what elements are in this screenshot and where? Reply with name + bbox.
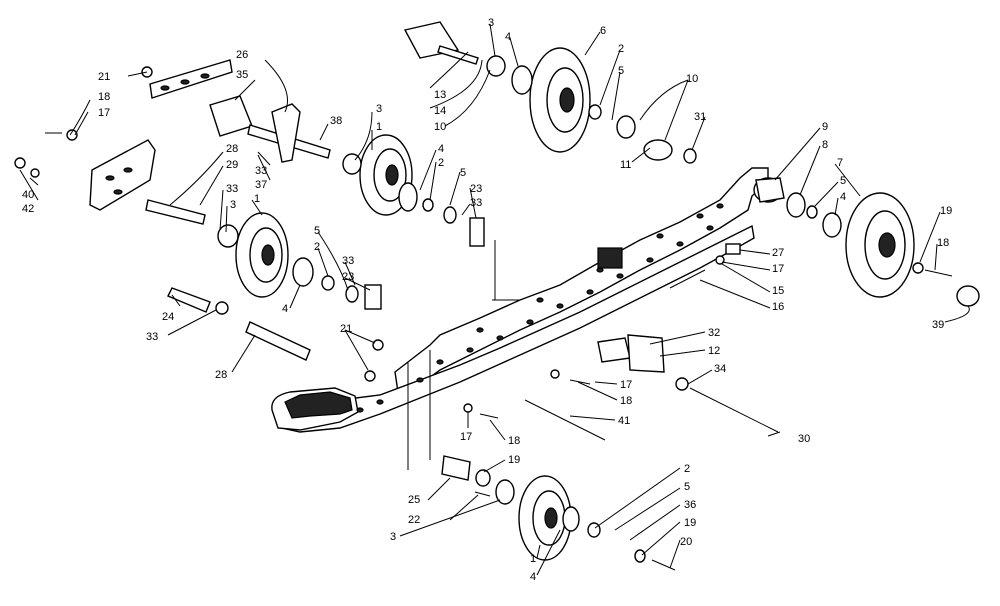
callout-label: 12 <box>708 345 720 357</box>
callout-label: 17 <box>460 431 472 443</box>
callout-label: 23 <box>342 271 354 283</box>
callout-label: 15 <box>772 285 784 297</box>
callout-label: 1 <box>530 553 536 565</box>
callout-label: 37 <box>255 179 267 191</box>
callout-label: 19 <box>508 454 520 466</box>
callout-label: 7 <box>837 157 843 169</box>
callout-label: 2 <box>438 157 444 169</box>
callout-label: 4 <box>282 303 288 315</box>
callout-label: 40 <box>22 189 34 201</box>
callout-label: 42 <box>22 203 34 215</box>
callout-label: 19 <box>684 517 696 529</box>
wheel-rear-7 <box>845 192 915 298</box>
callout-label: 14 <box>434 105 446 117</box>
leader-lines <box>19 23 970 576</box>
callout-label: 29 <box>226 159 238 171</box>
callout-label: 8 <box>822 139 828 151</box>
upper-left-rail-fragment <box>89 59 233 211</box>
callout-label: 26 <box>236 49 248 61</box>
callout-label: 4 <box>840 191 846 203</box>
callout-label: 18 <box>98 91 110 103</box>
callout-label: 27 <box>772 247 784 259</box>
callout-label: 41 <box>618 415 630 427</box>
shafts-and-tubes <box>145 21 785 481</box>
callout-label: 33 <box>226 183 238 195</box>
callout-label: 22 <box>408 514 420 526</box>
callout-label: 10 <box>686 73 698 85</box>
callout-label: 5 <box>618 65 624 77</box>
callout-label: 3 <box>390 531 396 543</box>
callout-labels: 21 18 17 40 42 26 35 33 37 38 3 1 28 29 … <box>22 17 952 583</box>
callout-label: 2 <box>618 43 624 55</box>
callout-label: 34 <box>714 363 726 375</box>
callout-label: 32 <box>708 327 720 339</box>
callout-label: 33 <box>146 331 158 343</box>
callout-label: 3 <box>230 199 236 211</box>
callout-label: 16 <box>772 301 784 313</box>
callout-label: 31 <box>694 111 706 123</box>
rail-bracket <box>597 247 623 269</box>
callout-label: 28 <box>226 143 238 155</box>
rail-tip-shoe <box>284 391 353 419</box>
callout-label: 5 <box>460 167 466 179</box>
callout-label: 10 <box>434 121 446 133</box>
callout-label: 33 <box>342 255 354 267</box>
callout-label: 36 <box>684 499 696 511</box>
callout-label: 17 <box>620 379 632 391</box>
callout-label: 11 <box>620 159 631 171</box>
callout-label: 4 <box>505 31 511 43</box>
small-parts <box>14 55 980 563</box>
wheel-idler-6 <box>529 47 591 153</box>
callout-label: 25 <box>408 494 420 506</box>
callout-label: 4 <box>530 571 536 583</box>
callout-label: 4 <box>438 143 444 155</box>
rail-holes <box>356 203 724 413</box>
callout-label: 18 <box>508 435 520 447</box>
callout-label: 30 <box>798 433 810 445</box>
callout-label: 21 <box>340 323 352 335</box>
callout-label: 28 <box>215 369 227 381</box>
callout-label: 9 <box>822 121 828 133</box>
wheel-middle-left <box>235 212 289 298</box>
callout-label: 5 <box>684 481 690 493</box>
callout-label: 17 <box>98 107 110 119</box>
callout-label: 1 <box>254 193 260 205</box>
callout-label: 2 <box>684 463 690 475</box>
callout-label: 3 <box>376 103 382 115</box>
callout-label: 17 <box>772 263 784 275</box>
callout-label: 18 <box>620 395 632 407</box>
callout-label: 18 <box>937 237 949 249</box>
callout-label: 38 <box>330 115 342 127</box>
callout-label: 5 <box>314 225 320 237</box>
callout-label: 19 <box>940 205 952 217</box>
slide-rail-assembly <box>271 167 769 433</box>
callout-label: 20 <box>680 536 692 548</box>
callout-label: 33 <box>470 197 482 209</box>
callout-label: 3 <box>488 17 494 29</box>
callout-label: 35 <box>236 69 248 81</box>
callout-label: 33 <box>255 165 267 177</box>
bolts-and-rods <box>45 132 953 571</box>
callout-label: 2 <box>314 241 320 253</box>
callout-label: 13 <box>434 89 446 101</box>
callout-label: 21 <box>98 71 110 83</box>
callout-label: 39 <box>932 319 944 331</box>
callout-label: 1 <box>376 121 382 133</box>
callout-label: 23 <box>470 183 482 195</box>
callout-label: 24 <box>162 311 174 323</box>
wheel-lower <box>518 475 572 561</box>
callout-label: 5 <box>840 175 846 187</box>
callout-label: 6 <box>600 25 606 37</box>
